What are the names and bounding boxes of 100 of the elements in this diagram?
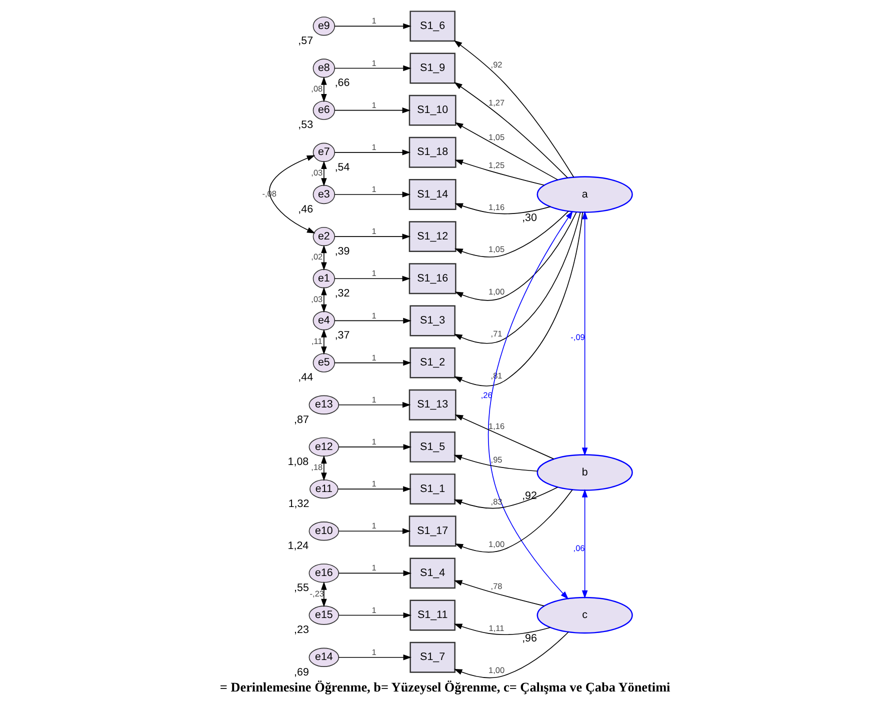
arrow xyxy=(488,210,572,600)
arrow xyxy=(334,318,411,324)
arrow xyxy=(338,528,410,534)
node-label: ,69 xyxy=(294,666,308,678)
arrow xyxy=(338,654,412,660)
edge-label: 1,05 xyxy=(488,133,504,142)
edge-label: 1 xyxy=(371,564,376,573)
arrow xyxy=(320,329,326,355)
arrow xyxy=(268,155,315,234)
arrow xyxy=(320,287,326,313)
arrow xyxy=(453,632,568,678)
node-label: ,54 xyxy=(334,161,350,174)
node-label: 1,24 xyxy=(287,540,308,552)
edge-label: ,03 xyxy=(310,294,322,304)
node-box: S1_12 xyxy=(408,221,456,252)
edge-label: 1 xyxy=(371,395,376,404)
node-label: ,87 xyxy=(294,414,308,426)
node-ellipse: e14 xyxy=(308,648,339,667)
node-ellipse: c xyxy=(536,596,632,634)
arrow xyxy=(453,454,538,472)
node-label: ,39 xyxy=(334,245,350,258)
node-label: ,23 xyxy=(294,624,308,636)
arrow xyxy=(453,212,582,386)
edge-label: 1 xyxy=(371,437,376,446)
node-label: ,66 xyxy=(334,77,350,90)
edge-label: ,02 xyxy=(310,252,322,262)
edge-label: 1,27 xyxy=(488,98,504,108)
arrow xyxy=(334,65,411,72)
node-ellipse: e11 xyxy=(309,479,338,499)
caption: = Derinlemesine Öğrenme, b= Yüzeysel Öğrenme, c= Çalışma ve Çaba Yönetimi xyxy=(219,679,670,694)
edge-label: 1,16 xyxy=(488,422,504,431)
edge-label: ,71 xyxy=(490,329,502,338)
node-label: ,32 xyxy=(334,288,350,300)
edge-label: ,08 xyxy=(310,84,322,94)
node-ellipse: b xyxy=(536,454,632,491)
node-ellipse: e16 xyxy=(308,564,339,583)
node-label: 1,08 xyxy=(287,456,308,468)
edge-label: 1,00 xyxy=(488,287,504,296)
node-ellipse: e12 xyxy=(308,437,339,457)
node-ellipse: a xyxy=(536,176,632,213)
arrow xyxy=(334,150,410,156)
arrow xyxy=(454,489,572,553)
arrow xyxy=(338,570,412,576)
node-label: ,44 xyxy=(298,372,313,384)
node-ellipse: e15 xyxy=(308,606,339,625)
node-box: S1_10 xyxy=(408,94,456,126)
edge-label: 1 xyxy=(371,185,376,194)
edge-label: 1,00 xyxy=(488,666,504,676)
node-box: S1_2 xyxy=(409,347,455,378)
edge-label: ,95 xyxy=(490,456,502,465)
edge-label: 1 xyxy=(371,269,376,278)
edge-label: ,78 xyxy=(490,582,502,591)
node-ellipse: e1 xyxy=(312,269,335,288)
arrow xyxy=(454,160,544,186)
node-label: ,57 xyxy=(298,35,313,48)
edge-label: 1 xyxy=(371,100,376,110)
node-box: S1_9 xyxy=(409,52,455,84)
edge-label: ,92 xyxy=(490,60,502,70)
edge-label: -,09 xyxy=(570,332,584,342)
arrow xyxy=(320,582,326,608)
arrow xyxy=(453,40,574,178)
arrow xyxy=(320,455,326,481)
arrow xyxy=(454,122,558,180)
arrow xyxy=(453,624,550,636)
arrow xyxy=(454,203,550,214)
edge-label: 1 xyxy=(371,142,376,152)
edge-label: 1 xyxy=(371,227,376,236)
edge-label: 1 xyxy=(371,606,376,615)
node-box: S1_4 xyxy=(409,558,455,589)
node-ellipse: e9 xyxy=(312,16,335,36)
edge-label: ,11 xyxy=(310,336,322,346)
node-box: S1_3 xyxy=(409,305,455,336)
node-ellipse: e7 xyxy=(312,142,335,162)
edge-label: 1,00 xyxy=(488,540,504,549)
arrow xyxy=(334,276,410,282)
arrow xyxy=(581,211,588,456)
edge-label: 1,16 xyxy=(488,203,504,212)
node-label: ,55 xyxy=(294,582,308,594)
node-box: S1_14 xyxy=(408,179,456,210)
arrow xyxy=(320,244,326,271)
edge-label: ,18 xyxy=(310,463,322,472)
node-box: S1_18 xyxy=(408,136,456,168)
node-label: ,37 xyxy=(334,330,350,342)
edge-label: 1 xyxy=(371,16,376,26)
arrow xyxy=(320,76,326,102)
arrow xyxy=(337,486,411,492)
node-ellipse: e2 xyxy=(312,226,335,246)
edge-label: ,03 xyxy=(310,168,322,178)
node-box: S1_1 xyxy=(409,474,455,504)
edge-label: ,06 xyxy=(572,544,584,553)
arrow xyxy=(454,212,576,301)
node-box: S1_16 xyxy=(408,263,456,294)
edge-label: -,23 xyxy=(309,589,324,598)
arrow xyxy=(334,360,411,366)
node-ellipse: e10 xyxy=(308,522,339,541)
arrow xyxy=(334,107,410,114)
edge-label: 1,11 xyxy=(488,624,504,633)
arrow xyxy=(454,414,554,460)
node-ellipse: e4 xyxy=(312,311,335,330)
edge-label: 1 xyxy=(371,311,376,320)
